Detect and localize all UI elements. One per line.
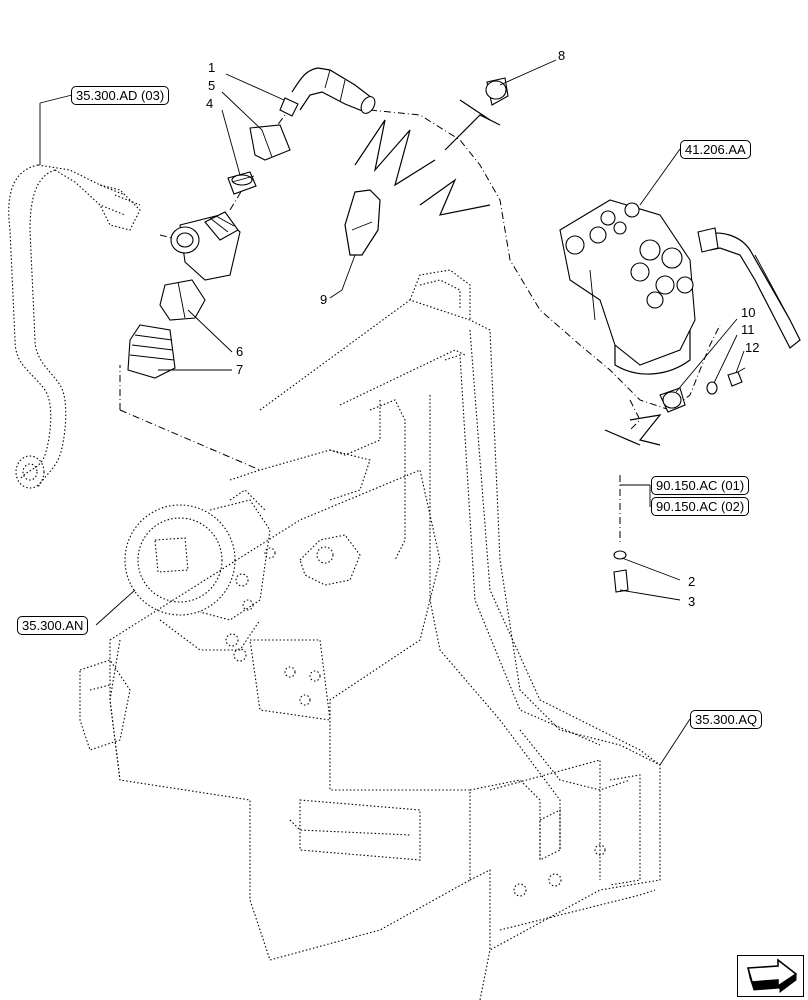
callout-12: 12 [745, 340, 760, 355]
part-8-clamp [485, 77, 509, 106]
part-10-clamp [659, 387, 686, 413]
steering-motor [559, 199, 801, 375]
mounted-steering-unit [124, 489, 276, 662]
part-2-washer [613, 550, 627, 560]
callout-11: 11 [741, 322, 755, 337]
leader-lines [39, 59, 745, 766]
callout-2: 2 [688, 574, 696, 589]
part-9-strap [344, 189, 381, 256]
main-bracket [79, 269, 661, 1000]
ref-35-300-aq[interactable]: 35.300.AQ [690, 710, 763, 729]
part-6-nut [159, 279, 206, 321]
callout-3: 3 [688, 594, 696, 609]
callout-1: 1 [208, 60, 216, 75]
callout-6: 6 [236, 344, 244, 359]
part-7-fitting [127, 324, 176, 379]
ref-90-150-ac-01[interactable]: 90.150.AC (01) [651, 476, 750, 495]
callout-7: 7 [236, 362, 244, 377]
part-11-washer [706, 381, 718, 395]
callout-9: 9 [320, 292, 328, 307]
ref-35-300-an[interactable]: 35.300.AN [17, 616, 89, 635]
ref-35-300-ad-03[interactable]: 35.300.AD (03) [71, 86, 170, 105]
hose-35-300-ad [8, 164, 141, 489]
part-12-bolt [727, 367, 746, 387]
callout-5: 5 [208, 78, 216, 93]
callout-4: 4 [206, 96, 214, 111]
part-4-fitting [227, 171, 257, 195]
part-5-nut [249, 124, 291, 161]
part-1-tube [279, 67, 376, 117]
part-3-bolt [613, 569, 629, 593]
next-page-arrow-icon[interactable] [737, 955, 804, 997]
ref-90-150-ac-02[interactable]: 90.150.AC (02) [651, 497, 750, 516]
callout-8: 8 [558, 48, 566, 63]
callout-10: 10 [741, 305, 756, 320]
arrow-glyph [746, 958, 798, 993]
tee-fitting [170, 211, 241, 281]
ref-41-206-aa[interactable]: 41.206.AA [680, 140, 751, 159]
